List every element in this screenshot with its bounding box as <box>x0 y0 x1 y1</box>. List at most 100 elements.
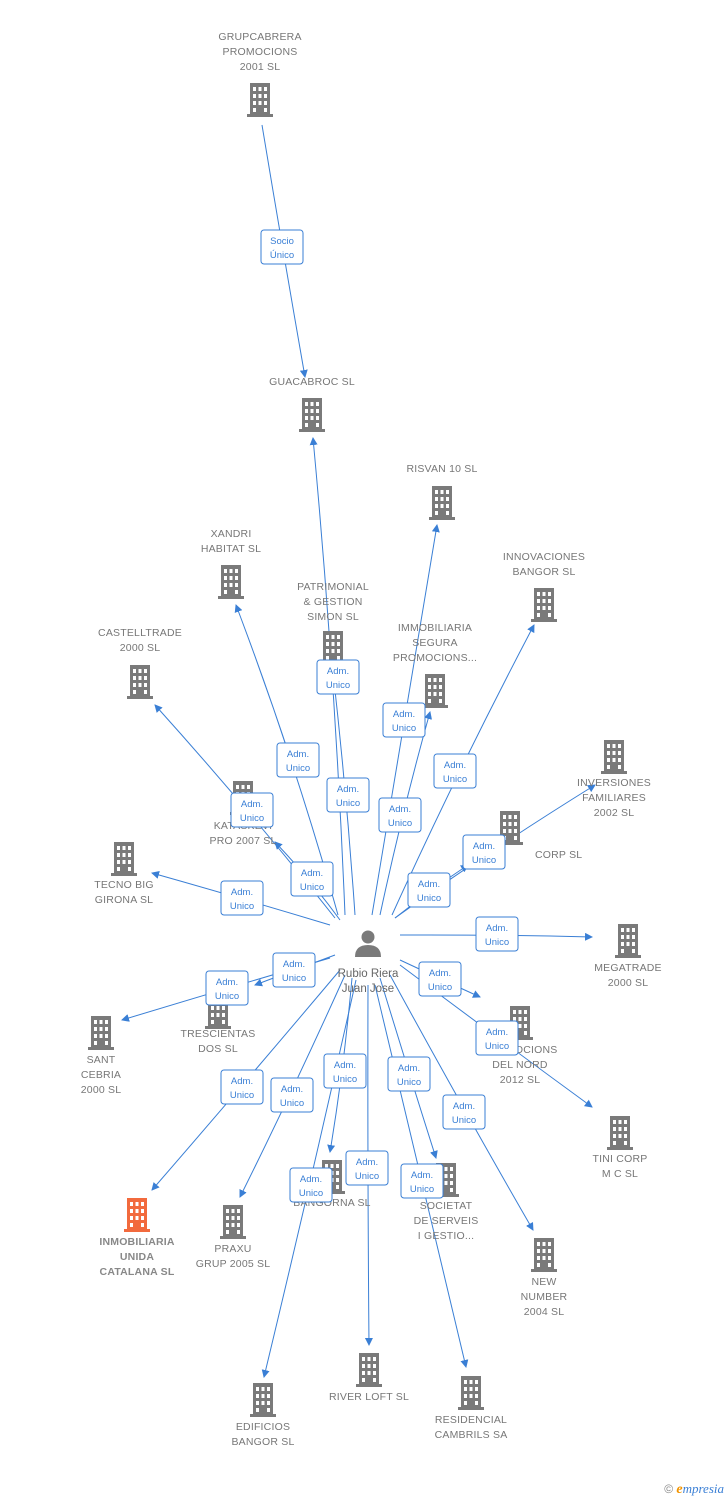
relation-label-text: Unico <box>472 855 496 866</box>
relation-label-castelltrade[interactable]: Adm.Unico <box>230 792 274 828</box>
building-icon <box>422 674 448 708</box>
relation-label-text: Adm. <box>300 1174 322 1185</box>
company-name-line: GRUPCABRERA <box>218 31 301 43</box>
edges-layer <box>121 124 596 1378</box>
relation-label-corp[interactable]: Adm.Unico <box>407 872 451 908</box>
relation-label-patrimonial[interactable]: Adm.Unico <box>326 777 370 813</box>
company-name-line: PRAXU <box>214 1243 251 1255</box>
company-node-tinicorp[interactable]: TINI CORP M C SL <box>593 1116 648 1180</box>
relation-label-text: Adm. <box>356 1157 378 1168</box>
building-icon <box>124 1198 150 1232</box>
company-name-line: HABITAT SL <box>201 543 261 555</box>
relation-label-text: Unico <box>230 1090 254 1101</box>
relation-label-inmobiliaria[interactable]: Adm.Unico <box>220 1069 264 1105</box>
relation-label-residencial[interactable]: Adm. Unico <box>400 1163 444 1199</box>
relation-label-text: Adm. <box>216 977 238 988</box>
building-icon <box>531 1238 557 1272</box>
relation-label-societat[interactable]: Adm.Unico <box>387 1056 431 1092</box>
relation-label-text: Unico <box>282 973 306 984</box>
company-name-line: SANT <box>87 1054 116 1066</box>
relation-label-text: Único <box>270 250 294 261</box>
relation-label-praxu[interactable]: Adm.Unico <box>270 1077 314 1113</box>
relation-label-risvan[interactable]: Adm.Unico <box>382 702 426 738</box>
building-icon <box>458 1376 484 1410</box>
relation-label-text: Unico <box>299 1188 323 1199</box>
company-name-line: INMOBILIARIA <box>99 1236 175 1248</box>
relation-label-inversiones[interactable]: Adm. Unico <box>462 834 506 870</box>
company-node-risvan[interactable]: RISVAN 10 SL <box>406 463 477 520</box>
relation-label-text: Adm. <box>429 968 451 979</box>
relation-label-newnumber[interactable]: Adm.Unico <box>442 1094 486 1130</box>
relation-label-box <box>433 753 477 789</box>
building-icon <box>531 588 557 622</box>
company-name-line: PRO 2007 SL <box>210 835 277 847</box>
relation-label-trescientas[interactable]: Adm.Unico <box>272 952 316 988</box>
relation-label-box <box>378 797 422 833</box>
company-name-line: GIRONA SL <box>95 894 153 906</box>
relation-label-innovaciones[interactable]: Adm.Unico <box>433 753 477 789</box>
relation-label-text: Adm. <box>411 1170 433 1181</box>
relation-label-edificios[interactable]: Adm. Unico <box>289 1167 333 1203</box>
center-person-node[interactable]: Rubio Riera Juan Jose <box>338 930 399 996</box>
building-icon <box>607 1116 633 1150</box>
relation-label-tinicorp[interactable]: Adm.Unico <box>475 1020 519 1056</box>
relation-label-bangorna[interactable]: Adm.Unico <box>323 1053 367 1089</box>
company-name-line: DE SERVEIS <box>414 1215 479 1227</box>
company-node-corp[interactable]: CORP SL <box>497 811 582 861</box>
company-name-line: & GESTION <box>304 596 363 608</box>
relation-label-text: Unico <box>300 882 324 893</box>
relation-label-box <box>400 1163 444 1199</box>
relation-label-text: Unico <box>410 1184 434 1195</box>
relation-label-text: Unico <box>417 893 441 904</box>
company-name-line: NUMBER <box>521 1291 568 1303</box>
relation-label-text: Adm. <box>389 804 411 815</box>
relation-label-promnord[interactable]: Adm. Unico <box>418 961 462 997</box>
relation-label-text: Adm. <box>337 784 359 795</box>
relation-label-text: Unico <box>428 982 452 993</box>
relation-label-text: Unico <box>355 1171 379 1182</box>
company-name-line: DOS SL <box>198 1043 238 1055</box>
relation-label-santcebria[interactable]: Adm.Unico <box>205 970 249 1006</box>
company-name-line: 2004 SL <box>524 1306 565 1318</box>
relation-label-tecnobig[interactable]: Adm.Unico <box>220 880 264 916</box>
company-node-riverloft[interactable]: RIVER LOFT SL <box>329 1353 409 1403</box>
relation-label-megatrade[interactable]: Adm.Unico <box>475 916 519 952</box>
relation-label-guacabroc[interactable]: Adm.Unico <box>316 659 360 695</box>
relation-label-box <box>407 872 451 908</box>
building-icon <box>356 1353 382 1387</box>
relation-label-text: Unico <box>485 1041 509 1052</box>
company-name-line: TINI CORP <box>593 1153 648 1165</box>
company-node-segura[interactable]: IMMOBILIARIASEGURAPROMOCIONS... <box>393 622 477 708</box>
relation-label-riverloft[interactable]: Adm. Unico <box>345 1150 389 1186</box>
company-node-guacabroc[interactable]: GUACABROC SL <box>269 376 355 432</box>
relation-label-text: Adm. <box>287 749 309 760</box>
relation-label-segura[interactable]: Adm.Unico <box>378 797 422 833</box>
relation-label-kataskevi[interactable]: Adm.Unico <box>290 861 334 897</box>
company-name-line: GRUP 2005 SL <box>196 1258 271 1270</box>
relation-label-text: Adm. <box>473 841 495 852</box>
company-name-line: CEBRIA <box>81 1069 121 1081</box>
company-name-line: M C SL <box>602 1168 638 1180</box>
relation-label-text: Adm. <box>241 799 263 810</box>
relation-label-xandri[interactable]: Adm.Unico <box>276 742 320 778</box>
brand-logo-text: mpresia <box>682 1481 724 1496</box>
relation-label-text: Adm. <box>453 1101 475 1112</box>
relation-label-box <box>230 792 274 828</box>
company-node-praxu[interactable]: PRAXU GRUP 2005 SL <box>196 1205 271 1270</box>
